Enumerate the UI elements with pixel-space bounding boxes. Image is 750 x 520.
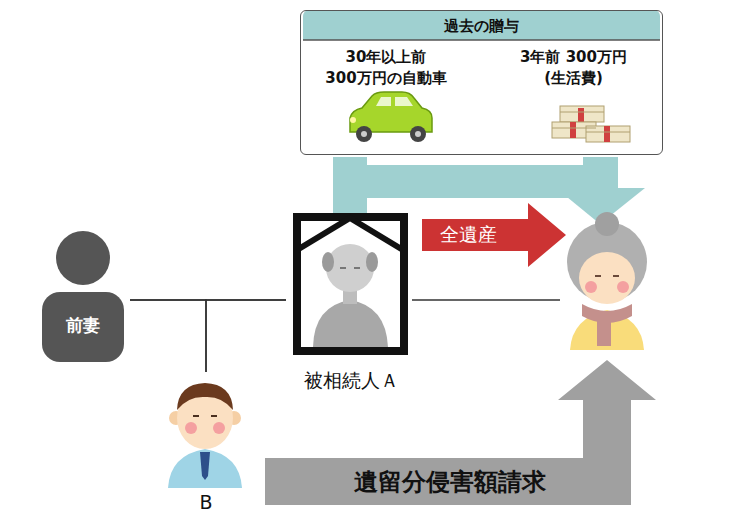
header-rule (303, 39, 660, 41)
car-window (376, 97, 391, 106)
deceased-eye (354, 267, 360, 269)
inheritance-arrow (422, 203, 566, 267)
car-light (350, 117, 356, 123)
son-figure-node: B (156, 372, 256, 514)
son-shirt (168, 449, 242, 488)
portrait-frame (297, 217, 404, 351)
former-wife-icon: 前妻 (36, 228, 130, 362)
bill-band (570, 122, 576, 138)
son-eye (211, 415, 217, 417)
deceased-body (313, 300, 388, 347)
deceased-eye (340, 267, 346, 269)
wife-eye (613, 275, 619, 277)
wife-body (570, 310, 644, 350)
car-body (350, 92, 432, 132)
son-cheek (185, 422, 197, 434)
bill-edge (586, 132, 630, 133)
wife-eye (595, 275, 601, 277)
deceased-hair (322, 252, 334, 272)
claim-arrow (265, 360, 656, 505)
node-text: 過去の贈与 (301, 11, 662, 41)
car-hub (415, 131, 421, 137)
son-figure (168, 383, 242, 488)
bill-band (604, 126, 610, 142)
wife-cheek (585, 281, 597, 293)
person-icon (42, 231, 124, 362)
marriage-line (412, 299, 560, 301)
wife-face (579, 252, 635, 304)
gift-item: 3年前 300万円(生活費) (497, 47, 650, 151)
wife-scarf (597, 316, 611, 346)
mourning-ribbon (297, 218, 403, 250)
arrow-label: 全遺産 (440, 222, 497, 248)
arrow-head (528, 203, 566, 267)
son-tie (200, 452, 210, 480)
wife-bun (595, 212, 619, 236)
gift-item: 30年以上前 300万円の自動車 (307, 47, 465, 151)
portrait (297, 217, 404, 351)
car-wheel (410, 126, 426, 142)
deceased-hair (366, 252, 378, 272)
arrow-shaft (422, 219, 530, 251)
node-text: 被相続人Ａ (286, 369, 416, 392)
son-cheek (213, 422, 225, 434)
bill-edge (552, 128, 596, 129)
arrow-label: 遺留分侵害額請求 (354, 466, 546, 498)
node-text: B (156, 491, 256, 514)
node-text: 30年以上前 300万円の自動車 (307, 47, 465, 89)
son-eye (193, 415, 199, 417)
family-line (130, 300, 206, 372)
car-wheel (356, 126, 372, 142)
car-window (395, 97, 413, 106)
deceased-head (326, 244, 374, 292)
flow-band (583, 157, 618, 190)
wife-figure (567, 212, 647, 350)
node-text: 前妻 (36, 315, 130, 335)
deceased-portrait: 被相続人Ａ (286, 212, 416, 392)
money-icon (552, 106, 630, 142)
son-hair (177, 383, 233, 410)
person-head (56, 231, 110, 285)
node-text: 3年前 300万円(生活費) (497, 47, 650, 89)
car-icon (350, 92, 432, 142)
car-hub (361, 131, 367, 137)
gift-box: 30年以上前 300万円の自動車 3年前 300万円(生活費) 過去の贈与 (300, 10, 663, 155)
bill-edge (560, 112, 604, 113)
family-line (206, 300, 286, 372)
wife-cheek (617, 281, 629, 293)
